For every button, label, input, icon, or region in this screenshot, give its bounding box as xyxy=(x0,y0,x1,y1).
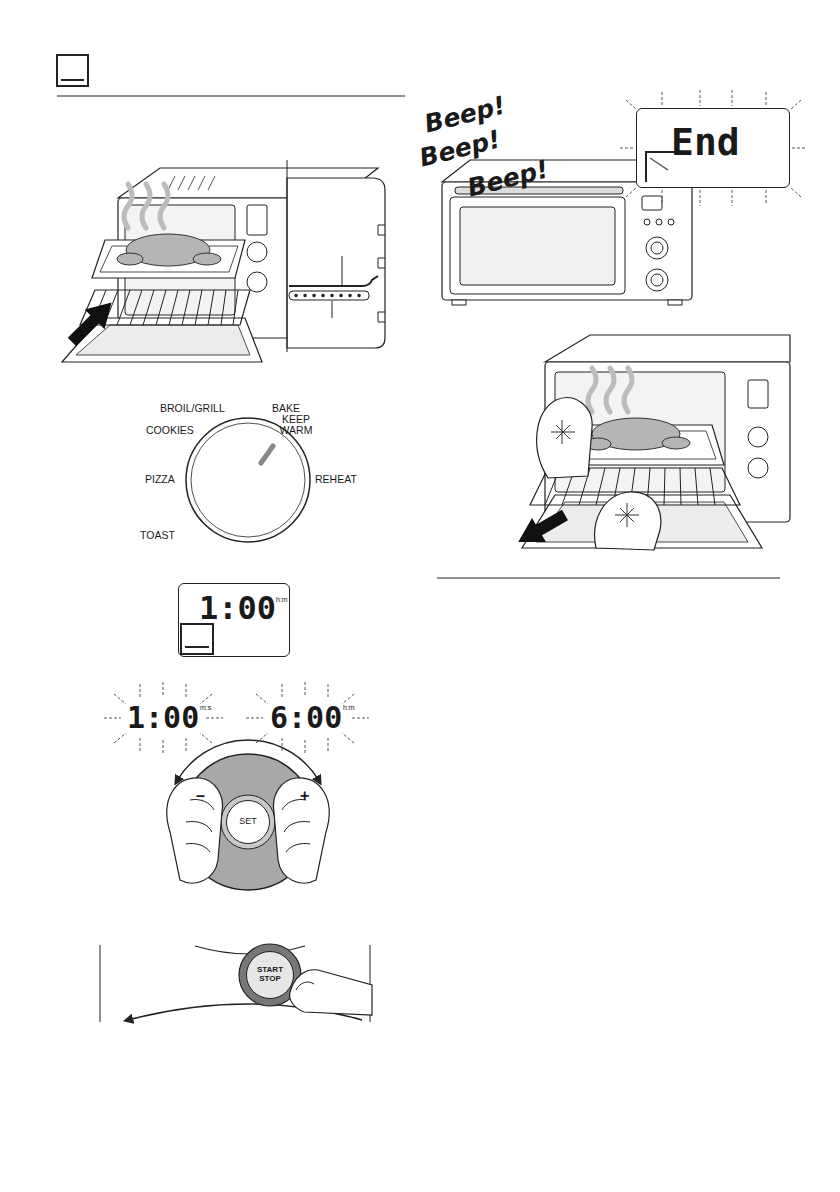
element-dots xyxy=(296,294,359,298)
chicken-leg xyxy=(662,437,690,449)
oven-knob-center xyxy=(651,242,663,254)
dial-setting-label: KEEP WARM xyxy=(276,414,316,436)
button-label: SET xyxy=(228,817,268,827)
oven-button xyxy=(656,219,662,225)
oven-mitt xyxy=(595,492,661,550)
heating-element xyxy=(289,291,369,300)
left-hand xyxy=(167,778,223,883)
fingernail xyxy=(296,982,314,990)
oven-button xyxy=(668,219,674,225)
dial-pointer xyxy=(261,446,273,463)
knob-hub xyxy=(221,795,275,849)
oven-top xyxy=(545,335,790,362)
mitt-pattern xyxy=(551,420,575,444)
bake-mode-icon xyxy=(57,55,88,86)
minus-sign: – xyxy=(196,788,205,805)
time-readout: 1:00 xyxy=(199,592,276,624)
dial-setting-label: COOKIES xyxy=(146,425,194,436)
steam xyxy=(124,184,168,228)
dial-setting-label: REHEAT xyxy=(315,474,357,485)
door-glass xyxy=(76,325,250,355)
panel-edge xyxy=(100,945,101,1022)
oven-knob xyxy=(247,242,267,262)
dial-setting-label: BROIL/GRILL xyxy=(160,403,225,414)
bake-icon-element xyxy=(650,158,668,170)
oven-foot xyxy=(668,300,682,305)
steam xyxy=(588,368,632,412)
oven-button xyxy=(644,219,650,225)
bake-mode-icon xyxy=(181,624,213,654)
leader-line xyxy=(342,256,343,285)
remove-arrow xyxy=(511,503,572,554)
divider-line xyxy=(287,160,288,352)
rack-wire xyxy=(289,276,378,286)
oven-door xyxy=(450,197,625,294)
dial-setting-label: TOAST xyxy=(140,530,175,541)
blinking-time: 6:00 xyxy=(270,702,342,734)
section-rule xyxy=(437,578,780,579)
button-label: START STOP xyxy=(252,966,288,984)
mitt-pattern xyxy=(615,503,639,527)
oven-knob xyxy=(748,427,768,447)
function-dial xyxy=(186,418,310,542)
bake-icon-element xyxy=(61,79,84,81)
unit-label: h:m xyxy=(343,704,355,711)
end-readout: End xyxy=(671,123,740,161)
blink-rays xyxy=(104,682,223,755)
oven-knob xyxy=(247,272,267,292)
finger-lines xyxy=(186,799,214,852)
blink-rays xyxy=(620,90,806,206)
blinking-time: 1:00 xyxy=(127,702,199,734)
lcd-display: 1:00h:m xyxy=(178,583,290,657)
dial-setting-label: PIZZA xyxy=(145,474,175,485)
finger-lines xyxy=(282,799,310,852)
bake-icon-element xyxy=(185,646,209,648)
oven-display xyxy=(642,196,662,210)
door-glass xyxy=(460,207,615,285)
insert-arrow xyxy=(62,293,121,352)
chicken-leg xyxy=(193,253,221,265)
rack-position-cutaway xyxy=(287,178,385,348)
oven-display xyxy=(748,380,768,408)
set-button: SET xyxy=(226,800,270,844)
oven-knob xyxy=(646,269,668,291)
oven-foot xyxy=(452,300,466,305)
plus-sign: + xyxy=(300,788,309,805)
unit-label: h:m xyxy=(276,596,288,603)
oven-knob xyxy=(748,458,768,478)
pressing-finger xyxy=(290,970,372,1015)
start-stop-button: START STOP xyxy=(246,951,294,999)
section-rule xyxy=(57,96,405,97)
oven-mitt xyxy=(537,398,592,478)
leader-line xyxy=(332,301,333,318)
chicken-leg xyxy=(117,253,143,265)
dial-inner-ring xyxy=(191,423,305,537)
oven-vents xyxy=(168,176,215,190)
lcd-display: End xyxy=(636,108,790,188)
dial-setting-label: BAKE xyxy=(272,403,300,414)
unit-label: m:s xyxy=(200,704,211,711)
right-hand xyxy=(273,778,329,883)
blink-rays xyxy=(246,682,369,755)
oven-display xyxy=(247,205,267,235)
display-backing xyxy=(636,108,790,188)
oven-knob xyxy=(646,237,668,259)
rack-bars xyxy=(92,290,238,325)
rack-slots xyxy=(378,225,385,322)
oven-knob-center xyxy=(651,274,663,286)
